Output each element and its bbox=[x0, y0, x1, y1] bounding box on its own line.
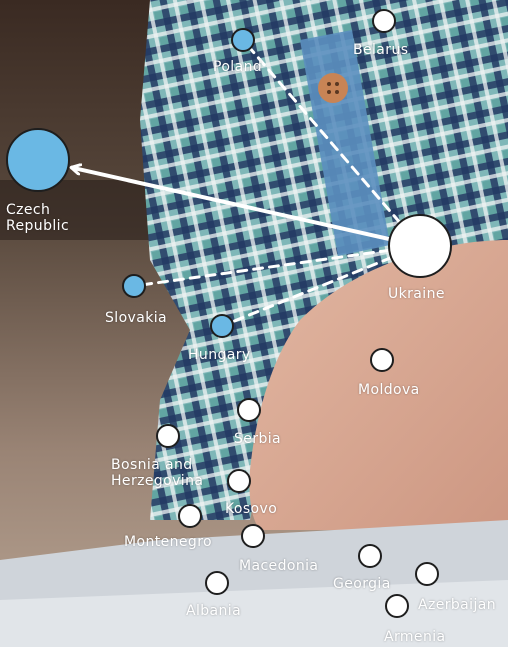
label-serbia: Serbia bbox=[234, 431, 282, 447]
links-layer bbox=[72, 46, 402, 324]
node-hungary bbox=[210, 314, 234, 338]
label-belarus: Belarus bbox=[353, 42, 409, 58]
node-kosovo bbox=[227, 469, 251, 493]
label-moldova: Moldova bbox=[358, 382, 420, 398]
node-moldova bbox=[370, 348, 394, 372]
node-albania bbox=[205, 571, 229, 595]
node-serbia bbox=[237, 398, 261, 422]
node-slovakia bbox=[122, 274, 146, 298]
node-belarus bbox=[372, 9, 396, 33]
label-montenegro: Montenegro bbox=[124, 534, 213, 550]
label-kosovo: Kosovo bbox=[225, 501, 278, 517]
label-bosnia-herzegovina: Bosnia and Herzegovina bbox=[111, 457, 204, 489]
label-armenia: Armenia bbox=[384, 629, 446, 645]
label-azerbaijan: Azerbaijan bbox=[418, 597, 496, 613]
label-slovakia: Slovakia bbox=[105, 310, 167, 326]
label-albania: Albania bbox=[186, 603, 242, 619]
node-armenia bbox=[385, 594, 409, 618]
label-czech-republic: Czech Republic bbox=[6, 202, 70, 234]
node-georgia bbox=[358, 544, 382, 568]
link-ukraine-hungary bbox=[230, 256, 393, 324]
label-georgia: Georgia bbox=[333, 576, 391, 592]
link-ukraine-slovakia bbox=[143, 248, 391, 286]
link-ukraine-poland bbox=[248, 46, 402, 224]
node-bosnia bbox=[156, 424, 180, 448]
label-poland: Poland bbox=[213, 59, 263, 75]
node-macedonia bbox=[241, 524, 265, 548]
label-ukraine: Ukraine bbox=[388, 286, 445, 302]
link-ukraine-czech bbox=[72, 168, 392, 242]
node-azerbaijan bbox=[415, 562, 439, 586]
node-poland bbox=[231, 28, 255, 52]
node-montenegro bbox=[178, 504, 202, 528]
label-macedonia: Macedonia bbox=[239, 558, 319, 574]
label-hungary: Hungary bbox=[188, 347, 251, 363]
node-czech bbox=[6, 128, 70, 192]
nodes-layer bbox=[6, 9, 452, 618]
node-ukraine bbox=[388, 214, 452, 278]
